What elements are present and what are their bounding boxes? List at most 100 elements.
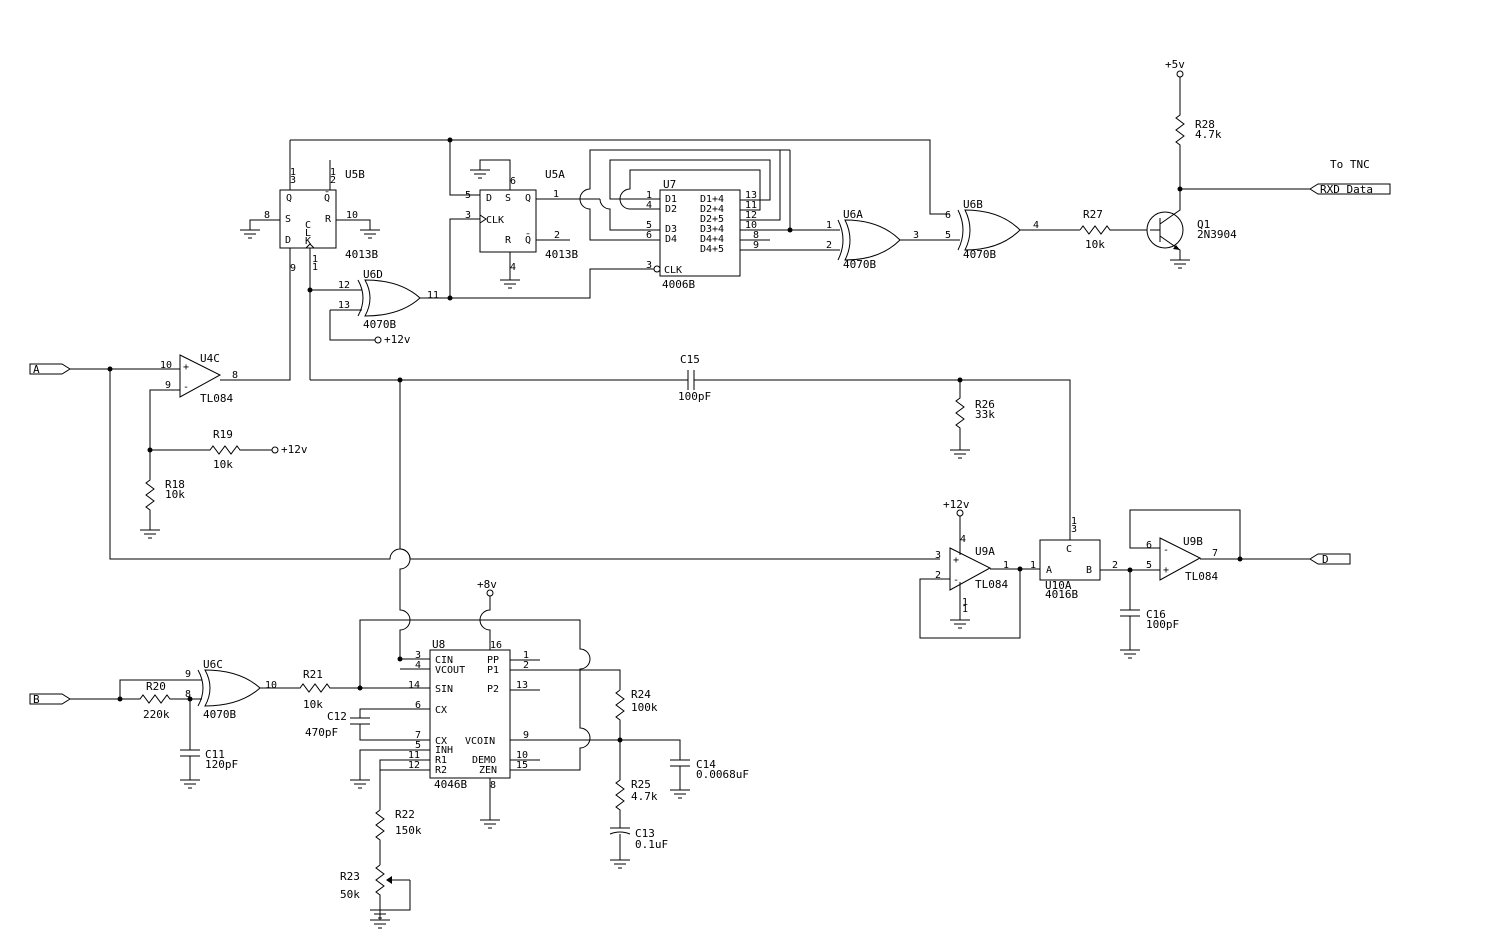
supply-5v: +5v (1165, 58, 1185, 71)
svg-text:D2+5: D2+5 (700, 214, 724, 225)
svg-text:B: B (1086, 565, 1092, 576)
svg-text:D1: D1 (665, 194, 677, 205)
r27-ref: R27 (1083, 208, 1103, 221)
svg-text:3: 3 (935, 550, 941, 561)
r26-value: 33k (975, 408, 995, 421)
svg-text:12: 12 (745, 210, 757, 221)
q1-part: 2N3904 (1197, 228, 1237, 241)
u10a-part: 4016B (1045, 588, 1078, 601)
svg-text:R2: R2 (435, 765, 447, 776)
svg-text:10: 10 (160, 360, 172, 371)
r25-ref: R25 (631, 778, 651, 791)
r23-potentiometer: R23 50k (340, 864, 411, 929)
port-a: A (29, 363, 71, 376)
svg-text:9: 9 (290, 263, 296, 274)
svg-text:INH: INH (435, 745, 453, 756)
u7-shift-register: D1 D2 D3 D4 D1+4 D2+4 D2+5 D3+4 D4+4 D4+… (420, 149, 840, 299)
port-b: B (29, 693, 71, 706)
c15-capacitor: C15 100pF (310, 353, 1071, 540)
svg-text:+: + (953, 555, 959, 566)
svg-text:1: 1 (1071, 516, 1077, 527)
svg-text:P2: P2 (487, 684, 499, 695)
svg-text:1: 1 (290, 167, 296, 178)
r19-ref: R19 (213, 428, 233, 441)
r19-resistor: +12v R19 10k (147, 428, 308, 471)
c13-value: 0.1uF (635, 838, 668, 851)
svg-text:K: K (305, 236, 311, 247)
svg-text:4: 4 (1033, 220, 1039, 231)
supply-12v-c: +12v (943, 498, 970, 511)
u6a-xor-gate: 1 2 3 U6A 4070B (826, 208, 960, 271)
u5b-ref: U5B (345, 168, 365, 181)
svg-text:10: 10 (745, 220, 757, 231)
port-d-label: D (1322, 553, 1329, 566)
svg-text:Q̄: Q̄ (324, 191, 330, 204)
c15-value: 100pF (678, 390, 711, 403)
svg-text:D4+5: D4+5 (700, 244, 724, 255)
svg-text:2: 2 (826, 240, 832, 251)
svg-text:6: 6 (415, 700, 421, 711)
u4c-opamp: + - 10 9 8 U4C TL084 (70, 352, 238, 450)
u9a-opamp: + - 3 2 1 4 1 1 +12v U9A TL084 (919, 498, 1040, 639)
q1-ref: Q1 (1197, 218, 1210, 231)
svg-text:1: 1 (312, 262, 318, 273)
r26-ref: R26 (975, 398, 995, 411)
c14-ref: C14 (696, 758, 716, 771)
r24-resistor: R24 100k (615, 688, 658, 740)
svg-text:D1+4: D1+4 (700, 194, 724, 205)
svg-text:1: 1 (523, 650, 529, 661)
svg-text:D3+4: D3+4 (700, 224, 724, 235)
svg-text:12: 12 (338, 280, 350, 291)
svg-text:8: 8 (232, 370, 238, 381)
c13-ref: C13 (635, 827, 655, 840)
svg-text:11: 11 (408, 750, 420, 761)
svg-text:Q: Q (286, 193, 292, 204)
svg-text:1: 1 (1030, 560, 1036, 571)
u10a-switch: C A B 1 2 1 3 U10A 4016B (1030, 516, 1160, 601)
u6c-part: 4070B (203, 708, 236, 721)
svg-text:D3: D3 (665, 224, 677, 235)
svg-text:8: 8 (753, 230, 759, 241)
supply-12v-a: +12v (384, 333, 411, 346)
r25-value: 4.7k (631, 790, 658, 803)
r20-value: 220k (143, 708, 170, 721)
r21-ref: R21 (303, 668, 323, 681)
to-tnc-label: To TNC (1330, 158, 1370, 171)
r25-resistor: R25 4.7k (615, 740, 658, 828)
c11-capacitor: C11 120pF (180, 699, 238, 789)
svg-text:2: 2 (1112, 560, 1118, 571)
svg-text:5: 5 (1146, 560, 1152, 571)
u6b-xor-gate: 6 5 4 U6B 4070B (945, 198, 1080, 261)
r18-resistor: R18 10k (140, 450, 185, 539)
svg-text:4: 4 (960, 534, 966, 545)
r22-resistor: R22 150k (375, 808, 422, 865)
svg-text:11: 11 (427, 290, 439, 301)
svg-text:S: S (505, 193, 511, 204)
svg-text:D4: D4 (665, 234, 677, 245)
svg-text:10: 10 (516, 750, 528, 761)
svg-text:CX: CX (435, 705, 447, 716)
svg-text:3: 3 (1071, 524, 1077, 535)
svg-text:8: 8 (490, 780, 496, 791)
svg-text:R: R (325, 214, 332, 225)
port-d: D (1309, 553, 1351, 566)
svg-text:13: 13 (745, 190, 757, 201)
svg-text:CIN: CIN (435, 655, 453, 666)
svg-text:R: R (505, 235, 512, 246)
svg-text:3: 3 (415, 650, 421, 661)
u6b-ref: U6B (963, 198, 983, 211)
q1-transistor: Q1 2N3904 (1146, 190, 1237, 269)
port-rxd-label: RXD Data (1320, 183, 1373, 196)
svg-text:5: 5 (415, 740, 421, 751)
svg-text:2: 2 (523, 660, 529, 671)
svg-text:8: 8 (264, 210, 270, 221)
u9b-opamp: - + 6 5 7 U9B TL084 (1129, 509, 1310, 583)
svg-text:5: 5 (646, 220, 652, 231)
svg-text:-: - (1163, 545, 1169, 556)
supply-8v: +8v (477, 578, 497, 591)
c11-ref: C11 (205, 748, 225, 761)
u6a-part: 4070B (843, 258, 876, 271)
r23-ref: R23 (340, 870, 360, 883)
svg-text:C: C (1066, 544, 1072, 555)
svg-text:2: 2 (330, 175, 336, 186)
